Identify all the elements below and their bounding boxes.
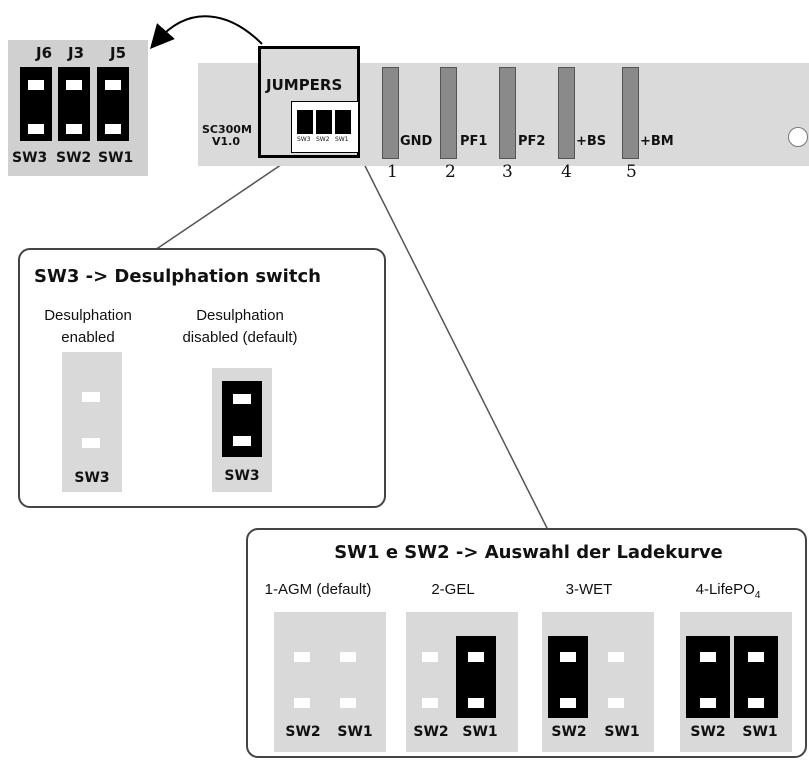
- agm-sw1-label: SW1: [337, 724, 373, 740]
- pin: [66, 80, 82, 90]
- desulphation-panel: SW3 -> Desulphation switch Desulphation …: [18, 248, 386, 508]
- pin: [82, 392, 100, 402]
- option-gel-caption: 2-GEL: [431, 581, 475, 598]
- pin: [233, 394, 251, 404]
- terminal-name-5: +BM: [640, 134, 674, 149]
- mounting-hole-right: [788, 127, 808, 147]
- jumpers-label: JUMPERS: [266, 76, 343, 94]
- option-lifepo-caption: 4-LifePO4: [668, 580, 788, 606]
- pin: [608, 652, 624, 662]
- agm-sw2-label: SW2: [285, 724, 321, 740]
- option-lifepo-caption-text: 4-LifePO: [695, 581, 755, 598]
- pin: [233, 436, 251, 446]
- option-agm-caption: 1-AGM (default): [264, 581, 372, 598]
- gel-sw1-label: SW1: [462, 724, 498, 740]
- desulphation-title: SW3 -> Desulphation switch: [34, 266, 321, 287]
- inset-header-j3: J3: [68, 44, 85, 62]
- pin: [560, 652, 576, 662]
- pin: [82, 438, 100, 448]
- wet-sw1-label: SW1: [604, 724, 640, 740]
- option-wet-caption: 3-WET: [565, 581, 613, 598]
- pin: [748, 698, 764, 708]
- small-switch-sw3: SW3: [297, 136, 311, 143]
- pin: [748, 652, 764, 662]
- small-jumper-sw3: [297, 110, 313, 134]
- small-switch-sw1: SW1: [335, 136, 349, 143]
- terminal-1: [382, 67, 399, 159]
- pointer-line-charge: [347, 131, 549, 531]
- lifepo-sw1-label: SW1: [742, 724, 778, 740]
- pin: [28, 80, 44, 90]
- terminal-3: [499, 67, 516, 159]
- inset-header-j6: J6: [36, 44, 53, 62]
- option-enabled-caption-2: enabled: [61, 329, 115, 346]
- pin: [468, 652, 484, 662]
- charge-curve-title: SW1 e SW2 -> Auswahl der Ladekurve: [334, 542, 723, 563]
- arrow-to-inset: [150, 15, 263, 49]
- terminal-name-3: PF2: [518, 134, 546, 149]
- jumper-inset: J6 J3 J5 SW3 SW2 SW1: [8, 40, 148, 176]
- board-version: V1.0: [212, 135, 240, 148]
- pin: [700, 698, 716, 708]
- option-enabled-caption-1: Desulphation: [44, 307, 132, 324]
- wet-block: SW2 SW1: [542, 612, 654, 752]
- wet-sw2-label: SW2: [551, 724, 587, 740]
- gel-sw2-label: SW2: [413, 724, 449, 740]
- pin: [294, 698, 310, 708]
- pin: [28, 124, 44, 134]
- charge-curve-panel: SW1 e SW2 -> Auswahl der Ladekurve 1-AGM…: [246, 528, 807, 758]
- option-disabled-caption-2: disabled (default): [182, 329, 298, 346]
- inset-switch-sw1: SW1: [98, 150, 134, 166]
- small-jumper-sw1: [335, 110, 351, 134]
- sw3-disabled-label: SW3: [224, 468, 260, 484]
- inset-switch-sw3: SW3: [12, 150, 48, 166]
- pin: [422, 698, 438, 708]
- gel-block: SW2 SW1: [406, 612, 518, 752]
- option-disabled-caption-1: Desulphation: [196, 307, 284, 324]
- terminal-number-3: 3: [502, 162, 513, 182]
- pin: [608, 698, 624, 708]
- jumpers-highlight: JUMPERS SW3 SW2 SW1: [258, 46, 360, 158]
- pin: [700, 652, 716, 662]
- terminal-name-4: +BS: [576, 134, 607, 149]
- pin: [105, 80, 121, 90]
- agm-block: SW2 SW1: [274, 612, 386, 752]
- pin: [294, 652, 310, 662]
- board-model: SC300M: [202, 123, 252, 136]
- lifepo-sw2-label: SW2: [690, 724, 726, 740]
- pin: [468, 698, 484, 708]
- pin: [66, 124, 82, 134]
- terminal-4: [558, 67, 575, 159]
- terminal-number-1: 1: [387, 162, 398, 182]
- terminal-5: [622, 67, 639, 159]
- sw3-disabled-block: SW3: [212, 368, 272, 492]
- sw3-enabled-label: SW3: [74, 470, 110, 486]
- terminal-number-2: 2: [445, 162, 456, 182]
- inset-switch-sw2: SW2: [56, 150, 92, 166]
- pointer-line-desulphation: [154, 151, 301, 251]
- inset-header-j5: J5: [110, 44, 127, 62]
- lifepo-block: SW2 SW1: [680, 612, 792, 752]
- sw3-enabled-block: SW3: [62, 352, 122, 492]
- terminal-name-2: PF1: [460, 134, 488, 149]
- pin: [560, 698, 576, 708]
- terminal-number-5: 5: [626, 162, 637, 182]
- terminal-name-1: GND: [400, 134, 433, 149]
- pin: [422, 652, 438, 662]
- small-jumper-block: SW3 SW2 SW1: [291, 101, 359, 153]
- small-switch-sw2: SW2: [316, 136, 330, 143]
- terminal-number-4: 4: [561, 162, 572, 182]
- option-lifepo-caption-sub: 4: [754, 590, 761, 601]
- pin: [105, 124, 121, 134]
- small-jumper-sw2: [316, 110, 332, 134]
- terminal-2: [440, 67, 457, 159]
- pin: [340, 652, 356, 662]
- pin: [340, 698, 356, 708]
